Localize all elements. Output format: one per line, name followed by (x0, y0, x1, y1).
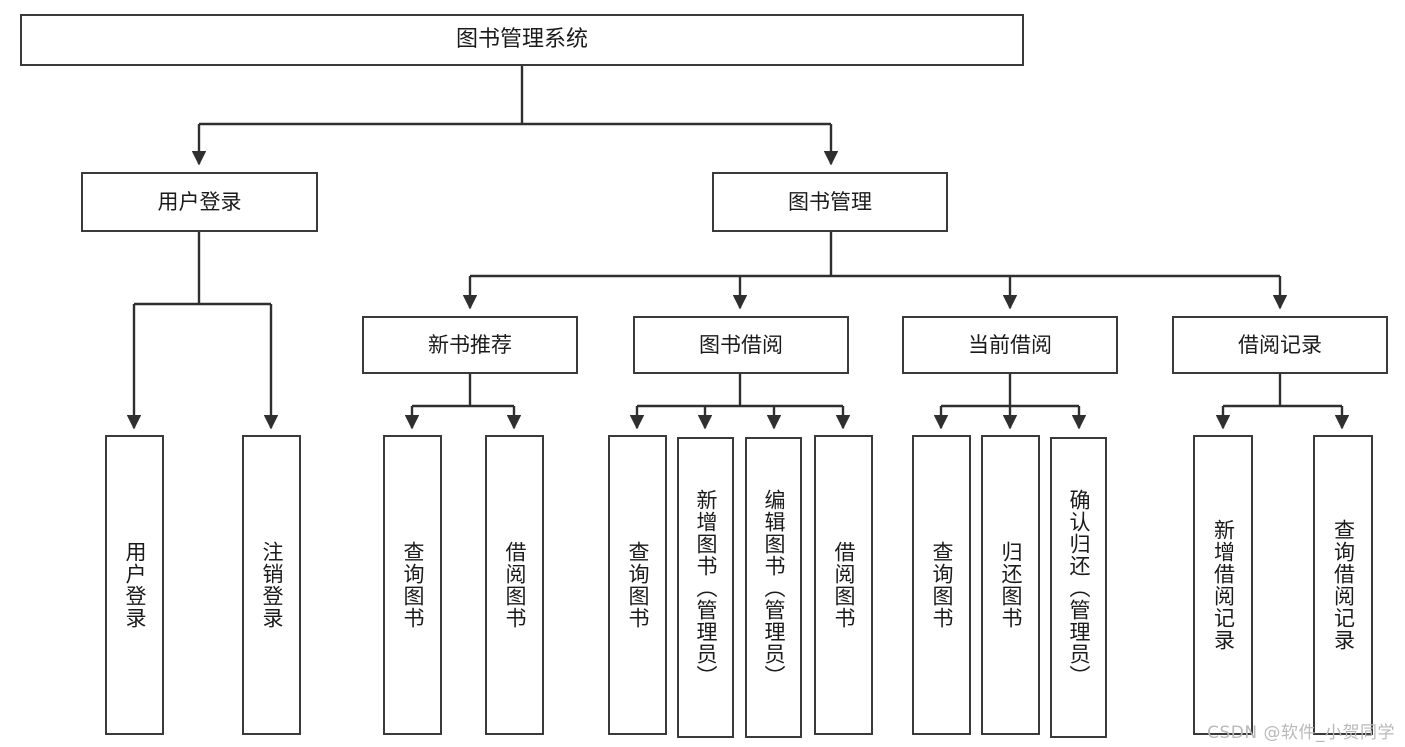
leaf-record-query-record[interactable]: 查询借阅记录 (1313, 435, 1373, 735)
leaf-borrow-query-book[interactable]: 查询图书 (608, 435, 667, 735)
node-label: 确认归还（管理员） (1067, 488, 1091, 687)
node-label: 编辑图书（管理员） (762, 488, 786, 687)
node-label: 借阅图书 (503, 541, 527, 629)
node-user-login[interactable]: 用户登录 (81, 172, 318, 232)
node-label: 查询图书 (626, 541, 650, 629)
leaf-user-login-logout[interactable]: 注销登录 (242, 435, 301, 735)
node-current-borrow[interactable]: 当前借阅 (902, 316, 1118, 374)
leaf-current-confirm-return-admin[interactable]: 确认归还（管理员） (1050, 437, 1107, 738)
node-label: 用户登录 (123, 541, 147, 629)
node-label: 图书借阅 (699, 332, 783, 357)
node-book-borrow[interactable]: 图书借阅 (633, 316, 849, 374)
leaf-borrow-borrow-book[interactable]: 借阅图书 (814, 435, 873, 735)
leaf-user-login-login[interactable]: 用户登录 (105, 435, 164, 735)
leaf-borrow-edit-book-admin[interactable]: 编辑图书（管理员） (745, 437, 802, 738)
leaf-recommend-query-book[interactable]: 查询图书 (383, 435, 442, 735)
node-label: 借阅图书 (832, 541, 856, 629)
node-label: 当前借阅 (968, 332, 1052, 357)
node-label: 查询图书 (930, 541, 954, 629)
node-label: 归还图书 (999, 541, 1023, 629)
node-new-book-recommend[interactable]: 新书推荐 (362, 316, 578, 374)
node-borrow-record[interactable]: 借阅记录 (1172, 316, 1388, 374)
node-label: 查询借阅记录 (1331, 519, 1356, 651)
node-label: 新书推荐 (428, 332, 512, 357)
node-book-management[interactable]: 图书管理 (712, 172, 948, 232)
node-root-system[interactable]: 图书管理系统 (20, 14, 1024, 66)
node-label: 图书管理系统 (455, 27, 588, 53)
node-label: 图书管理 (788, 189, 872, 214)
leaf-current-return-book[interactable]: 归还图书 (981, 435, 1040, 735)
leaf-borrow-add-book-admin[interactable]: 新增图书（管理员） (677, 437, 734, 738)
node-label: 用户登录 (157, 189, 242, 214)
watermark-csdn: CSDN @软件_小贺同学 (1207, 723, 1395, 743)
node-label: 借阅记录 (1238, 332, 1322, 357)
node-label: 注销登录 (260, 541, 284, 629)
leaf-record-add-record[interactable]: 新增借阅记录 (1193, 435, 1253, 735)
node-label: 新增图书（管理员） (694, 488, 718, 687)
leaf-current-query-book[interactable]: 查询图书 (912, 435, 971, 735)
leaf-recommend-borrow-book[interactable]: 借阅图书 (485, 435, 544, 735)
node-label: 新增借阅记录 (1211, 519, 1236, 651)
node-label: 查询图书 (401, 541, 425, 629)
